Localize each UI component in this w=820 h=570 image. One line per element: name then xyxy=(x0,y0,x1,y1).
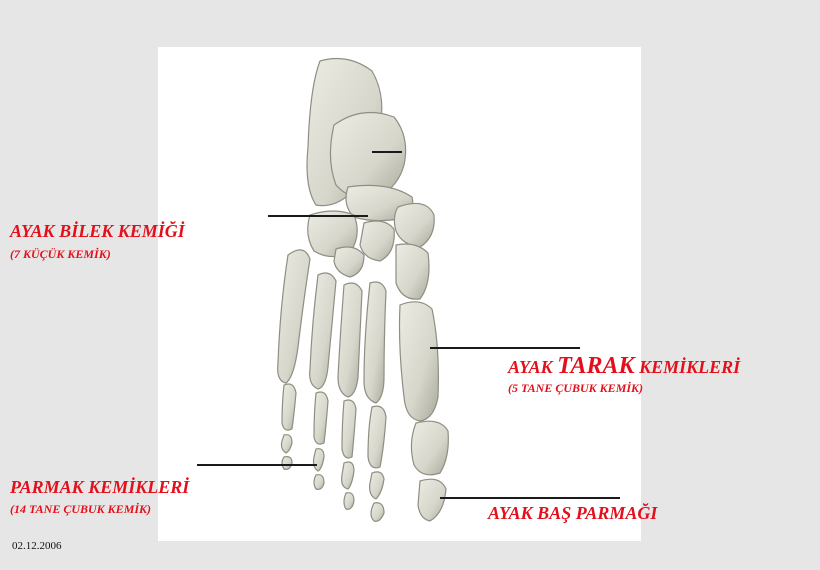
phalanx-subtitle: (14 TANE ÇUBUK KEMİK) xyxy=(10,502,151,516)
metatarsal-2 xyxy=(364,282,386,403)
tarsal-sub-label: (7 KÜÇÜK KEMİK) xyxy=(10,248,111,260)
phalanx-label: PARMAK KEMİKLERİ xyxy=(10,478,189,496)
metatarsal-4 xyxy=(310,273,336,389)
hallux-proximal-phalanx xyxy=(411,421,448,475)
phalanx-sub-label: (14 TANE ÇUBUK KEMİK) xyxy=(10,503,151,515)
toe5-distal xyxy=(282,457,292,470)
toe2-proximal xyxy=(368,406,386,468)
metatarsal-title-pre: AYAK xyxy=(508,357,557,377)
toe3-proximal xyxy=(342,400,356,458)
metatarsal-sub-label: (5 TANE ÇUBUK KEMİK) xyxy=(508,382,643,394)
tarsal-leader-line xyxy=(268,215,368,217)
toe5-middle xyxy=(282,435,293,453)
toe2-distal xyxy=(371,503,384,522)
metatarsal-subtitle: (5 TANE ÇUBUK KEMİK) xyxy=(508,381,643,395)
toe3-middle xyxy=(342,462,354,489)
metatarsal-title-post: KEMİKLERİ xyxy=(635,357,741,377)
talus-leader-line xyxy=(372,151,402,153)
tarsal-subtitle: (7 KÜÇÜK KEMİK) xyxy=(10,247,111,261)
toe3-distal xyxy=(344,493,354,510)
tarsal-title: AYAK BİLEK KEMİĞİ xyxy=(10,221,185,241)
phalanx-leader-line xyxy=(197,464,317,466)
foot-bones-illustration xyxy=(158,47,641,541)
slide-date: 02.12.2006 xyxy=(12,540,62,552)
metatarsal-3 xyxy=(338,283,362,397)
cuneiform-bone-1 xyxy=(394,203,434,247)
metatarsal-1 xyxy=(400,302,439,421)
toe4-middle xyxy=(314,449,325,471)
toe4-distal xyxy=(314,475,324,490)
big-toe-leader-line xyxy=(440,497,620,499)
phalanx-title: PARMAK KEMİKLERİ xyxy=(10,477,189,497)
big-toe-label: AYAK BAŞ PARMAĞI xyxy=(488,504,657,522)
first-cuneiform xyxy=(396,244,429,299)
toe5-proximal xyxy=(282,384,296,430)
cuneiform-bone-2 xyxy=(360,221,394,261)
metatarsal-leader-line xyxy=(430,347,580,349)
tarsal-label: AYAK BİLEK KEMİĞİ xyxy=(10,222,185,240)
toe2-middle xyxy=(370,472,384,499)
hallux-distal-phalanx xyxy=(418,479,446,521)
big-toe-title: AYAK BAŞ PARMAĞI xyxy=(488,503,657,523)
metatarsal-title-emphasis: TARAK xyxy=(557,353,634,379)
metatarsal-label: AYAK TARAK KEMİKLERİ xyxy=(508,354,740,378)
metatarsal-5 xyxy=(278,250,310,383)
toe4-proximal xyxy=(314,392,328,444)
foot-skeleton-figure xyxy=(158,47,641,541)
cuneiform-bone-3 xyxy=(334,247,364,277)
